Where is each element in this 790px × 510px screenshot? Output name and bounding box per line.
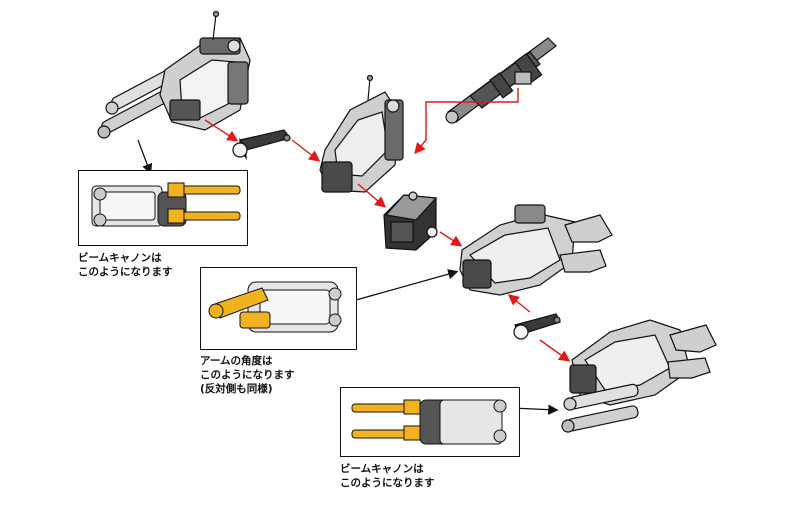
center-body-part	[319, 74, 404, 193]
assembly-arrows	[204, 88, 571, 362]
caption-line: (反対側も同様)	[200, 383, 273, 395]
rifle-part	[445, 37, 557, 124]
caption-line: このようになります	[200, 369, 295, 381]
caption-line: このようになります	[78, 266, 173, 278]
caption-line: このようになります	[340, 477, 435, 489]
caption-line: ビームキャノンは	[340, 463, 424, 475]
joint-block-part	[383, 191, 438, 251]
connector-peg-part	[232, 129, 292, 161]
caption-beam-cannon-bottom: ビームキャノンは このようになります	[340, 462, 435, 490]
caption-arm-angle: アームの角度は このようになります (反対側も同様)	[200, 354, 295, 396]
assembled-unit-with-cannons-part	[561, 319, 717, 433]
caption-beam-cannon-top: ビームキャノンは このようになります	[78, 251, 173, 279]
connector-peg-part-2	[513, 313, 561, 340]
claw-arm-part	[459, 204, 613, 296]
caption-line: アームの角度は	[200, 355, 273, 367]
caption-line: ビームキャノンは	[78, 252, 162, 264]
body-with-beam-cannons-part	[97, 10, 251, 139]
